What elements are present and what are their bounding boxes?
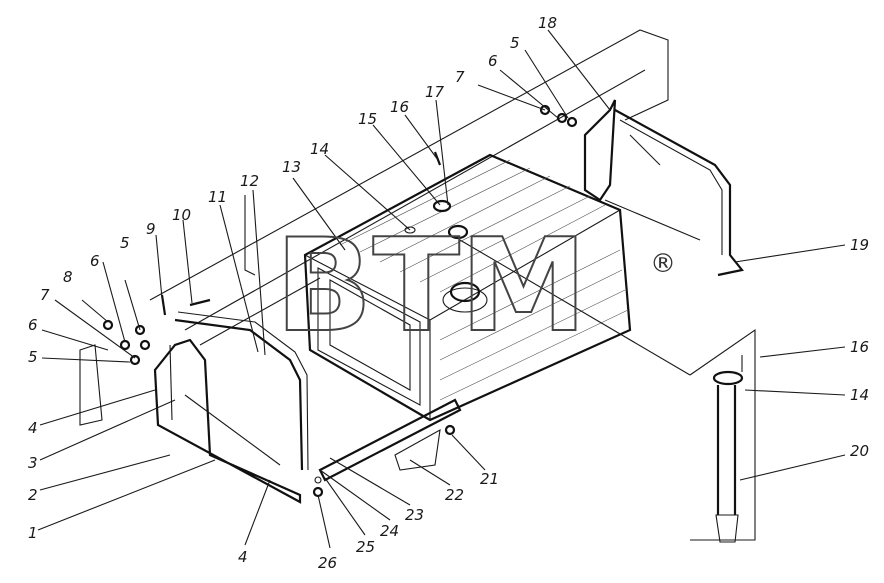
watermark: BTM ® [274, 211, 676, 362]
left-bracket [79, 311, 309, 504]
callout-25: 25 [356, 538, 375, 556]
callout-7-left: 7 [40, 286, 50, 304]
callout-16: 16 [390, 98, 409, 116]
fuel-tank [303, 153, 632, 422]
callout-26: 26 [318, 554, 337, 572]
callout-5-right: 5 [510, 34, 520, 52]
callout-5-left-top: 5 [120, 234, 130, 252]
callout-16-inset: 16 [850, 338, 869, 356]
callout-11: 11 [208, 188, 227, 206]
leader-lines [37, 29, 846, 549]
watermark-text: BTM [275, 212, 587, 361]
callout-14-inset: 14 [850, 386, 869, 404]
callout-6-left: 6 [28, 316, 38, 334]
fuel-gauge-sender-inset [689, 328, 756, 543]
callout-6-right: 6 [488, 52, 498, 70]
callout-21: 21 [480, 470, 499, 488]
callout-8: 8 [63, 268, 73, 286]
callout-3: 3 [28, 454, 38, 472]
callout-10: 10 [172, 206, 191, 224]
right-bracket [583, 99, 744, 277]
callout-18: 18 [538, 14, 557, 32]
callout-24: 24 [380, 522, 399, 540]
callout-20: 20 [850, 442, 869, 460]
callout-labels: 18 5 6 7 17 16 15 14 13 12 11 10 9 8 6 5… [28, 14, 869, 572]
callout-7-right: 7 [455, 68, 465, 86]
callout-1: 1 [28, 524, 38, 542]
callout-14: 14 [310, 140, 329, 158]
callout-4-left: 4 [28, 419, 38, 437]
callout-6-left-top: 6 [90, 252, 100, 270]
callout-13: 13 [282, 158, 301, 176]
callout-12: 12 [240, 172, 259, 190]
callout-17: 17 [425, 83, 445, 101]
callout-19: 19 [850, 236, 869, 254]
registered-mark: ® [650, 249, 676, 279]
callout-2: 2 [28, 486, 38, 504]
callout-22: 22 [445, 486, 464, 504]
callout-23: 23 [405, 506, 424, 524]
frame-rail [149, 29, 669, 346]
callout-4-bottom: 4 [238, 548, 248, 566]
strap-support [312, 398, 462, 498]
callout-15: 15 [358, 110, 377, 128]
callout-5-left: 5 [28, 348, 38, 366]
callout-9: 9 [146, 220, 156, 238]
